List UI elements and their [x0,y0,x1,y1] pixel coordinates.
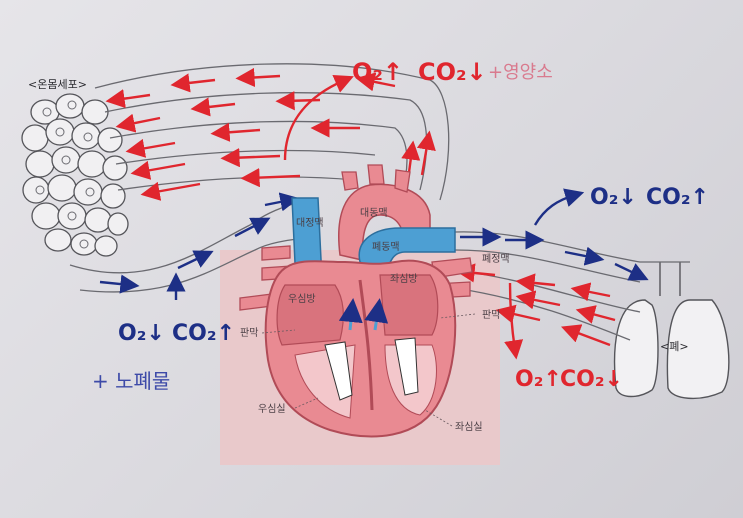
label-valve-left: 판막 [482,309,500,321]
label-pulmonary-vein: 폐정맥 [482,253,510,265]
label-aorta: 대동맥 [360,207,388,219]
top-o2: O₂↑ [352,58,403,86]
label-left-atrium: 좌심방 [390,273,418,285]
label-pulmonary-artery: 폐동맥 [372,241,400,253]
top-nutrient: +영양소 [488,62,553,83]
right-top-co2: CO₂↑ [646,185,709,210]
label-body-cells: <온몸세포> [28,78,87,91]
aortic-branches [341,164,411,193]
heart [239,164,473,438]
label-vena-cava: 대정맥 [296,217,324,229]
blood-flow-arrows-inner [338,298,389,331]
right-chambers [276,284,344,346]
red-flow-arrows-systemic [105,67,436,201]
lungs [613,262,730,400]
right-top-o2: O₂↓ [590,185,637,210]
bottom-left-co2: CO₂↑ [172,321,235,346]
left-chambers [379,274,439,336]
label-right-atrium: 우심방 [288,293,316,305]
waste-label: + 노폐물 [92,369,170,393]
red-flow-arrows-pulmonary [455,263,616,360]
label-right-ventricle: 우심실 [258,403,286,415]
blue-flow-arrows-pulmonary [460,188,649,281]
bottom-right-co2: CO₂↓ [560,367,623,392]
top-co2: CO₂↓ [418,58,487,86]
label-valve-right: 판막 [240,327,258,339]
label-left-ventricle: 좌심실 [455,421,483,433]
label-lungs: <폐> [660,340,689,353]
bottom-right-o2: O₂↑ [515,367,562,392]
cell-nuclei [35,100,95,249]
valves [324,337,419,401]
septum [358,279,374,411]
bottom-left-o2: O₂↓ [118,321,165,346]
body-cells [21,93,129,257]
leader-lines [261,313,476,427]
blue-flow-arrows-systemic [99,192,300,300]
